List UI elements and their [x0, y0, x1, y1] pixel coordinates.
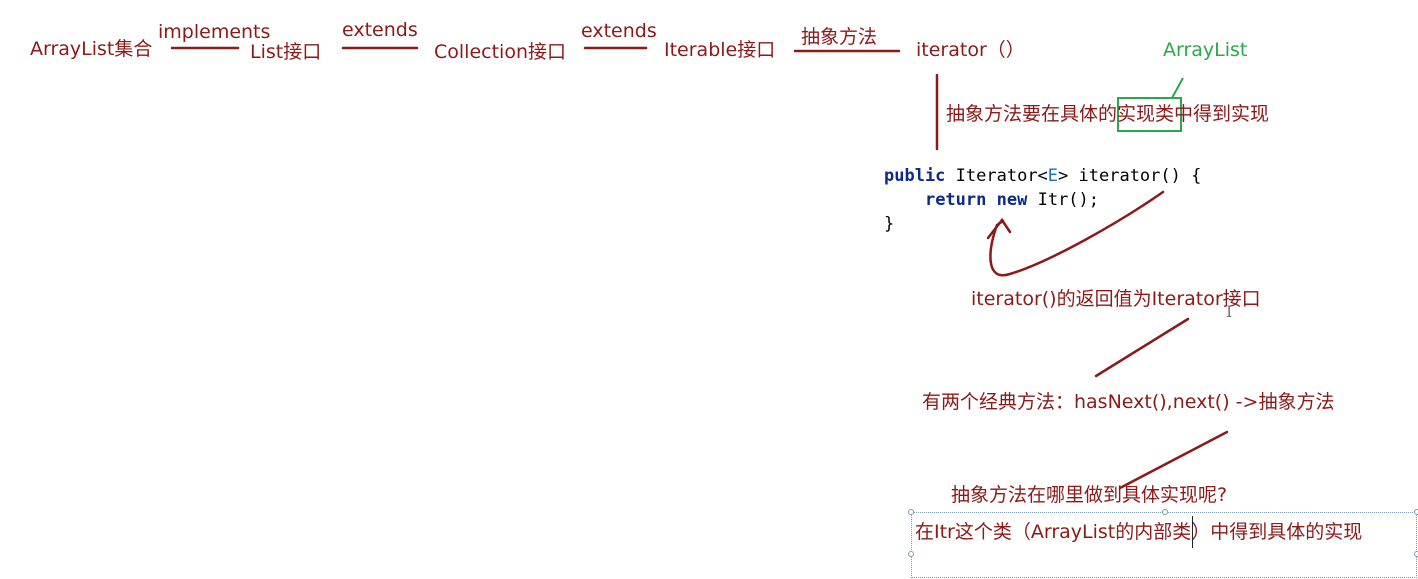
code-signature-a: Iterator< [955, 166, 1048, 186]
code-keyword-public: public [884, 166, 946, 186]
resize-handle-top-right[interactable] [1414, 509, 1418, 515]
resize-handle-top-middle[interactable] [1162, 509, 1168, 515]
code-signature-b: > iterator() { [1058, 166, 1202, 186]
answer-note[interactable]: 在Itr这个类（ArrayList的内部类）中得到具体的实现 [915, 521, 1363, 543]
code-line-2: return new Itr(); [884, 188, 1201, 212]
resize-handle-middle-left[interactable] [908, 551, 914, 557]
collection-interface-label: Collection接口 [434, 41, 566, 63]
methods-to-question-connector [1118, 430, 1229, 490]
return-arrowhead [986, 217, 1012, 240]
implements-label: implements [158, 21, 271, 43]
arraylist-label: ArrayList集合 [30, 38, 153, 60]
realize-note: 抽象方法要在具体的实现类中得到实现 [946, 105, 1269, 124]
code-line-1: public Iterator<E> iterator() { [884, 164, 1201, 188]
answer-text-box[interactable] [908, 509, 1418, 578]
realize-note-suffix: 中得到实现 [1174, 103, 1270, 125]
code-keyword-return: return [924, 190, 987, 210]
arraylist-green-label: ArrayList [1163, 39, 1248, 61]
two-methods-note: 有两个经典方法：hasNext(),next() ->抽象方法 [922, 391, 1335, 413]
code-line-3: } [884, 214, 895, 234]
realize-note-highlight: 实现类 [1117, 103, 1175, 125]
list-interface-label: List接口 [250, 41, 322, 63]
return-value-note: iterator()的返回值为Iterator接口 [971, 288, 1261, 310]
code-generic-type: E [1047, 166, 1059, 186]
realize-highlight-box [1117, 97, 1182, 132]
iterator-method-label: iterator（） [916, 39, 1025, 61]
code-return-rest: Itr(); [1037, 190, 1100, 210]
code-snippet: public Iterator<E> iterator() { return n… [884, 164, 1201, 236]
extends-label-1: extends [342, 19, 418, 41]
extends-label-2: extends [581, 20, 657, 42]
arraylist-pointer [1171, 77, 1184, 99]
question-note: 抽象方法在哪里做到具体实现呢? [951, 484, 1228, 506]
resize-handle-top-left[interactable] [908, 509, 914, 515]
resize-handle-middle-right[interactable] [1414, 551, 1418, 557]
note-to-methods-connector [1094, 317, 1190, 378]
abstract-method-label: 抽象方法 [801, 26, 878, 48]
text-caret [1192, 516, 1193, 548]
realize-note-prefix: 抽象方法要在具体的 [946, 103, 1118, 125]
ibeam-cursor-icon: I [1226, 302, 1233, 321]
return-curve-arrow [989, 190, 1165, 277]
code-keyword-new: new [996, 190, 1028, 210]
iterable-interface-label: Iterable接口 [664, 39, 776, 61]
